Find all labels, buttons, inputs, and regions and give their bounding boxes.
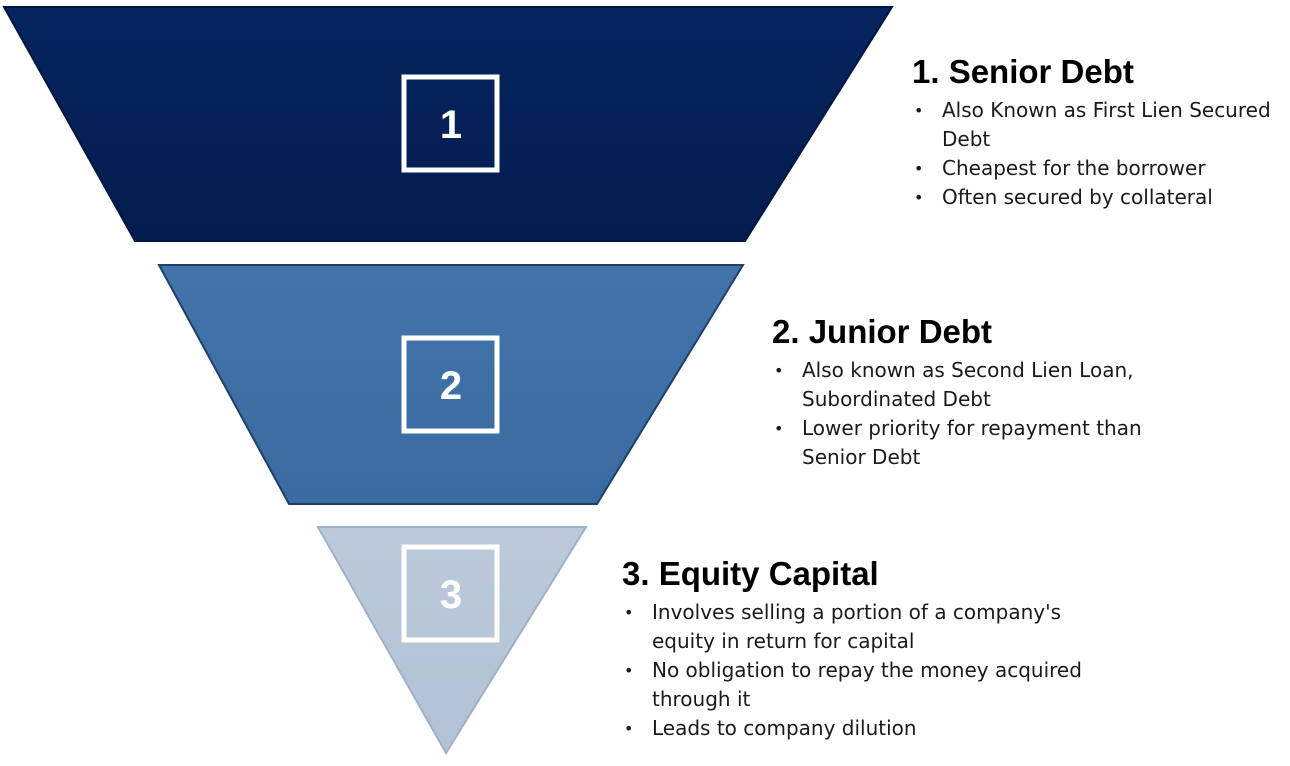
bullet-item: Leads to company dilution <box>622 714 1092 743</box>
tier-2-number: 2 <box>440 364 462 408</box>
tier-2-number-box <box>401 335 500 434</box>
tier-senior-debt: 1 <box>2 6 894 242</box>
junior-debt-description: 2. Junior Debt Also known as Second Lien… <box>772 312 1152 472</box>
senior-debt-title: 1. Senior Debt <box>912 53 1134 90</box>
tier-equity-capital: 3 <box>316 526 588 755</box>
tier-3-number: 3 <box>440 573 462 617</box>
tier-3-number-box <box>401 544 500 643</box>
bullet-item: Lower priority for repayment than Senior… <box>772 414 1152 472</box>
equity-capital-bullets: Involves selling a portion of a company'… <box>622 598 1092 743</box>
junior-debt-title: 2. Junior Debt <box>772 313 993 350</box>
junior-debt-bullets: Also known as Second Lien Loan, Subordin… <box>772 356 1152 472</box>
tier-2-trapezoid <box>157 264 745 505</box>
tier-1-number-box <box>401 74 500 173</box>
equity-capital-title: 3. Equity Capital <box>622 555 879 592</box>
bullet-item: Cheapest for the borrower <box>912 154 1282 183</box>
tier-1-trapezoid <box>2 6 894 242</box>
equity-capital-description: 3. Equity Capital Involves selling a por… <box>622 554 1092 743</box>
bullet-item: Often secured by collateral <box>912 183 1282 212</box>
bullet-item: Also known as Second Lien Loan, Subordin… <box>772 356 1152 414</box>
bullet-item: No obligation to repay the money acquire… <box>622 656 1092 714</box>
tier-junior-debt: 2 <box>157 264 745 505</box>
senior-debt-bullets: Also Known as First Lien Secured Debt Ch… <box>912 96 1282 212</box>
tier-1-number: 1 <box>440 103 462 147</box>
senior-debt-description: 1. Senior Debt Also Known as First Lien … <box>912 52 1282 212</box>
bullet-item: Involves selling a portion of a company'… <box>622 598 1092 656</box>
bullet-item: Also Known as First Lien Secured Debt <box>912 96 1282 154</box>
